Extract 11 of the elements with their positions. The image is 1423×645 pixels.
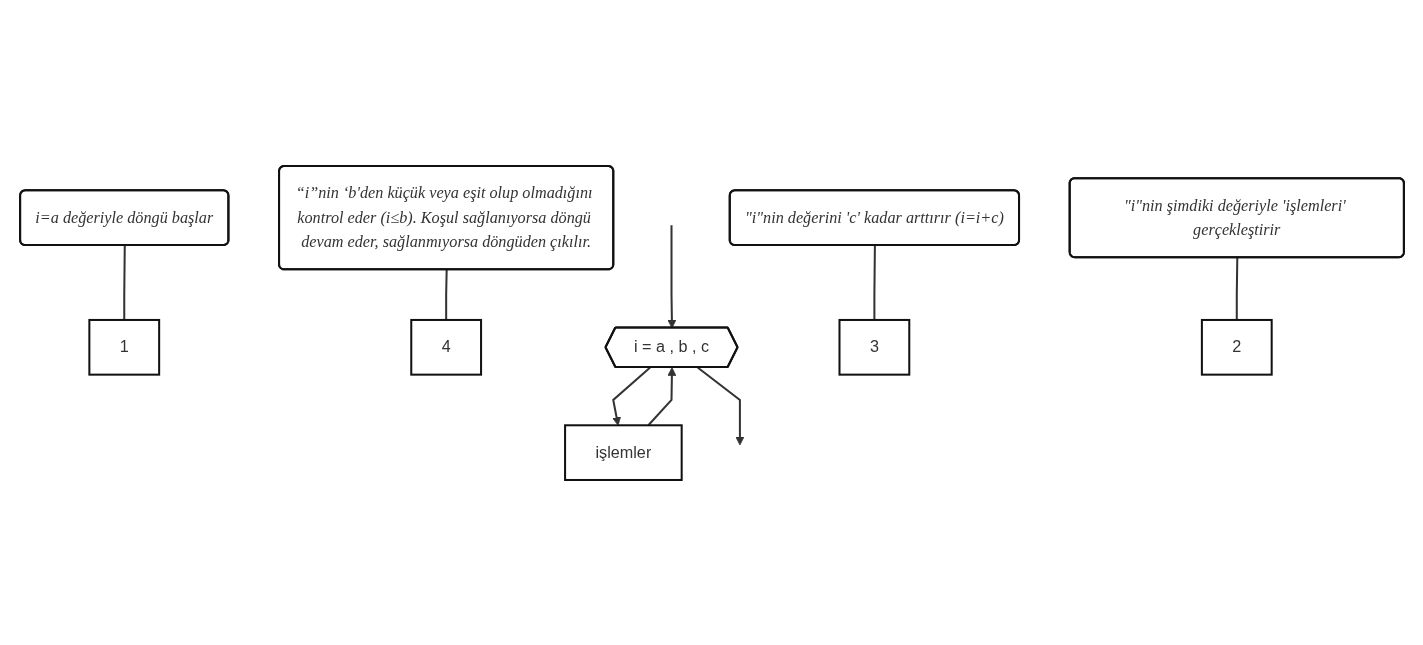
connector [1235, 257, 1238, 320]
node-box: 3 [838, 318, 910, 376]
connector [444, 269, 448, 320]
node-box: 1 [87, 318, 160, 376]
connector [872, 245, 876, 320]
arrow [666, 224, 676, 328]
node-box: 4 [409, 318, 482, 376]
arrow [696, 366, 744, 445]
connector [122, 245, 126, 320]
node-box: 2 [1200, 318, 1273, 376]
node-box: işlemler [563, 423, 683, 481]
